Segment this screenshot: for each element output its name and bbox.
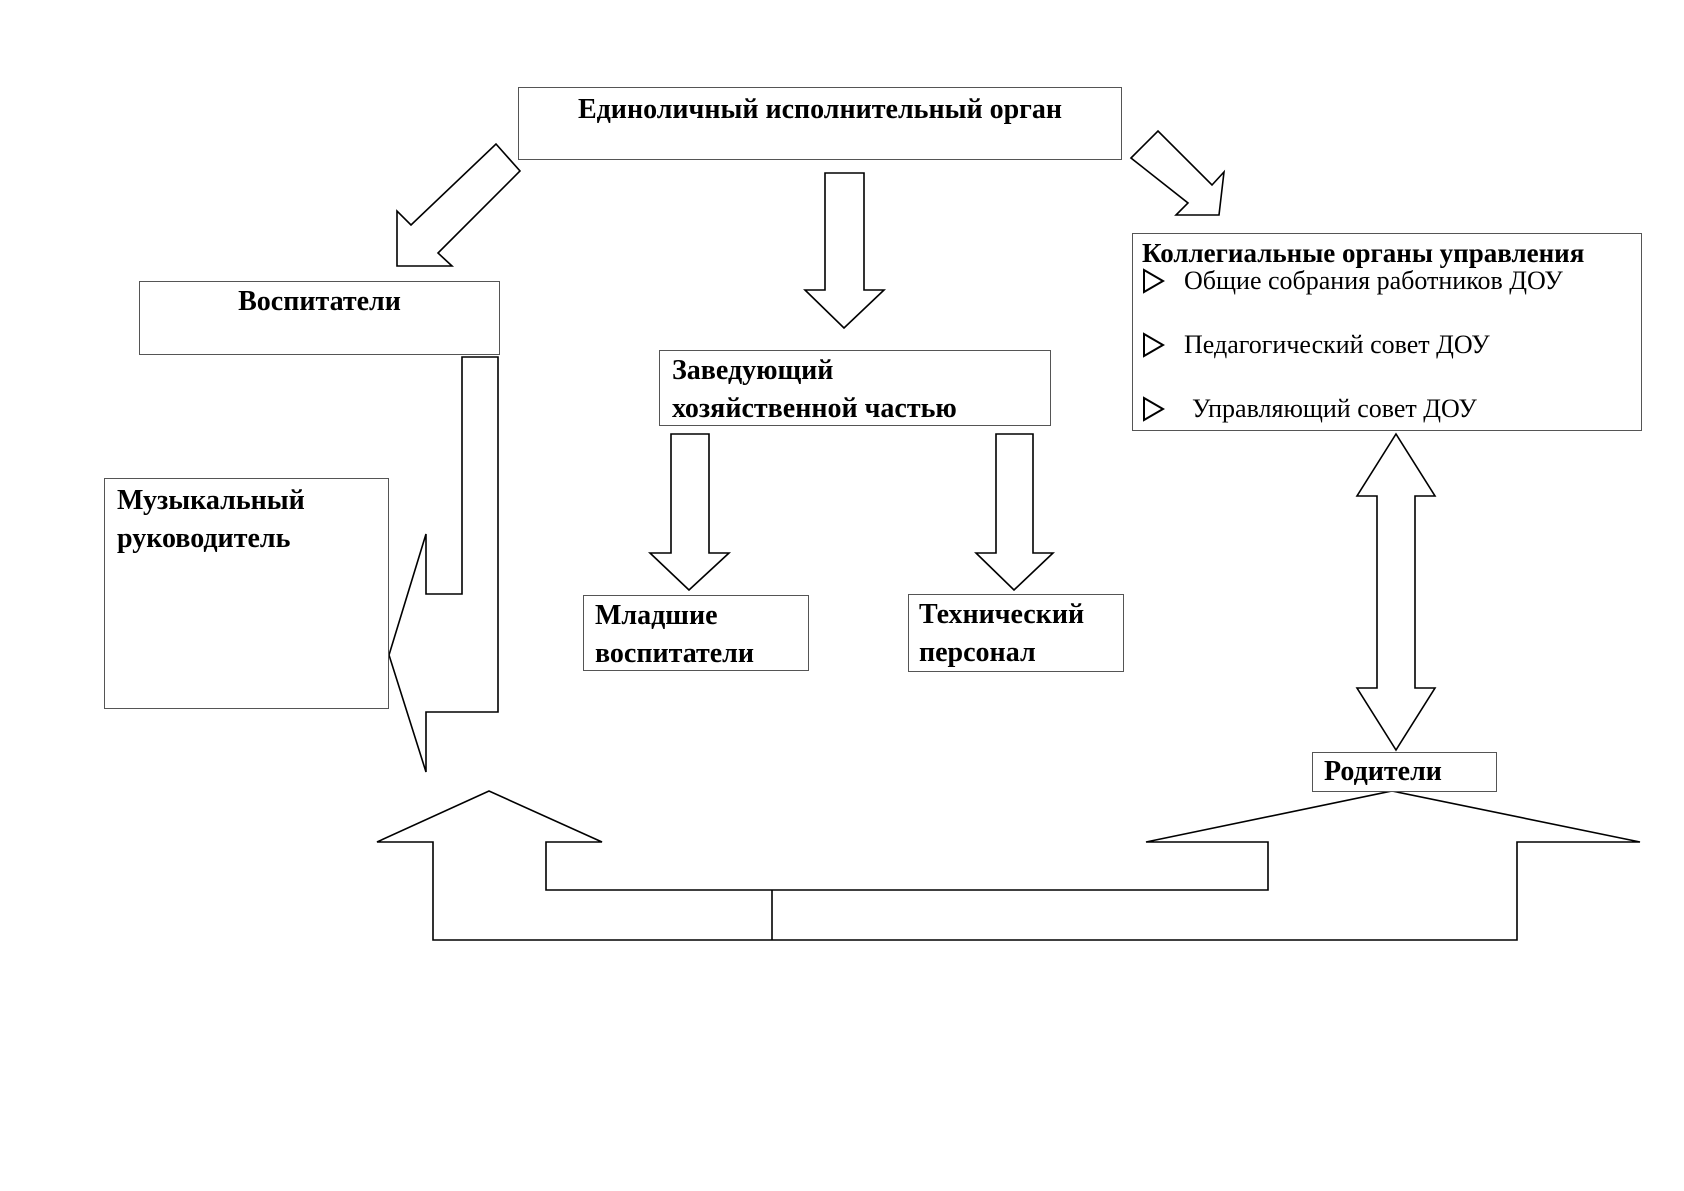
collegial-item-label: Общие собрания работников ДОУ [1184, 266, 1563, 295]
head-title: Единоличный исполнительный орган [577, 94, 1063, 125]
collegial-item-pedagogical-council: Педагогический совет ДОУ [1142, 330, 1641, 360]
collegial-bodies-box: Коллегиальные органы управления Общие со… [1132, 233, 1642, 431]
head-box: Единоличный исполнительный орган [518, 87, 1122, 160]
arrow-head-to-facilities-manager [803, 172, 887, 330]
arrow-educators-to-music-director [388, 356, 499, 773]
technical-staff-title: Технический персонал [919, 599, 1085, 668]
triangle-bullet-icon [1143, 268, 1165, 294]
technical-staff-box: Технический персонал [908, 594, 1124, 672]
junior-educators-box: Младшие воспитатели [583, 595, 809, 671]
collegial-bodies-title: Коллегиальные органы управления [1142, 238, 1585, 268]
arrow-head-to-collegial-bodies [1129, 129, 1226, 216]
parents-title: Родители [1324, 756, 1442, 787]
arrow-manager-to-junior-educators [647, 433, 732, 592]
facilities-manager-box: Заведующий хозяйственной частью [659, 350, 1051, 426]
arrow-manager-to-technical-staff [974, 433, 1056, 592]
junior-educators-title: Младшие воспитатели [595, 600, 755, 669]
collegial-item-general-meeting: Общие собрания работников ДОУ [1142, 266, 1641, 296]
collegial-item-label: Педагогический совет ДОУ [1184, 330, 1490, 359]
triangle-bullet-icon [1143, 396, 1165, 422]
music-director-box: Музыкальный руководитель [104, 478, 389, 709]
music-director-title: Музыкальный руководитель [117, 485, 305, 554]
arrow-head-to-educators [396, 142, 522, 267]
parents-box: Родители [1312, 752, 1497, 792]
educators-title: Воспитатели [238, 286, 401, 317]
facilities-manager-title: Заведующий хозяйственной частью [672, 355, 957, 424]
collegial-item-governing-council: Управляющий совет ДОУ [1142, 394, 1641, 424]
triangle-bullet-icon [1143, 332, 1165, 358]
educators-box: Воспитатели [139, 281, 500, 355]
collegial-item-label: Управляющий совет ДОУ [1192, 394, 1477, 423]
feedback-arrow-to-staff-and-parents [376, 790, 1641, 941]
double-arrow-collegial-parents [1355, 432, 1437, 752]
